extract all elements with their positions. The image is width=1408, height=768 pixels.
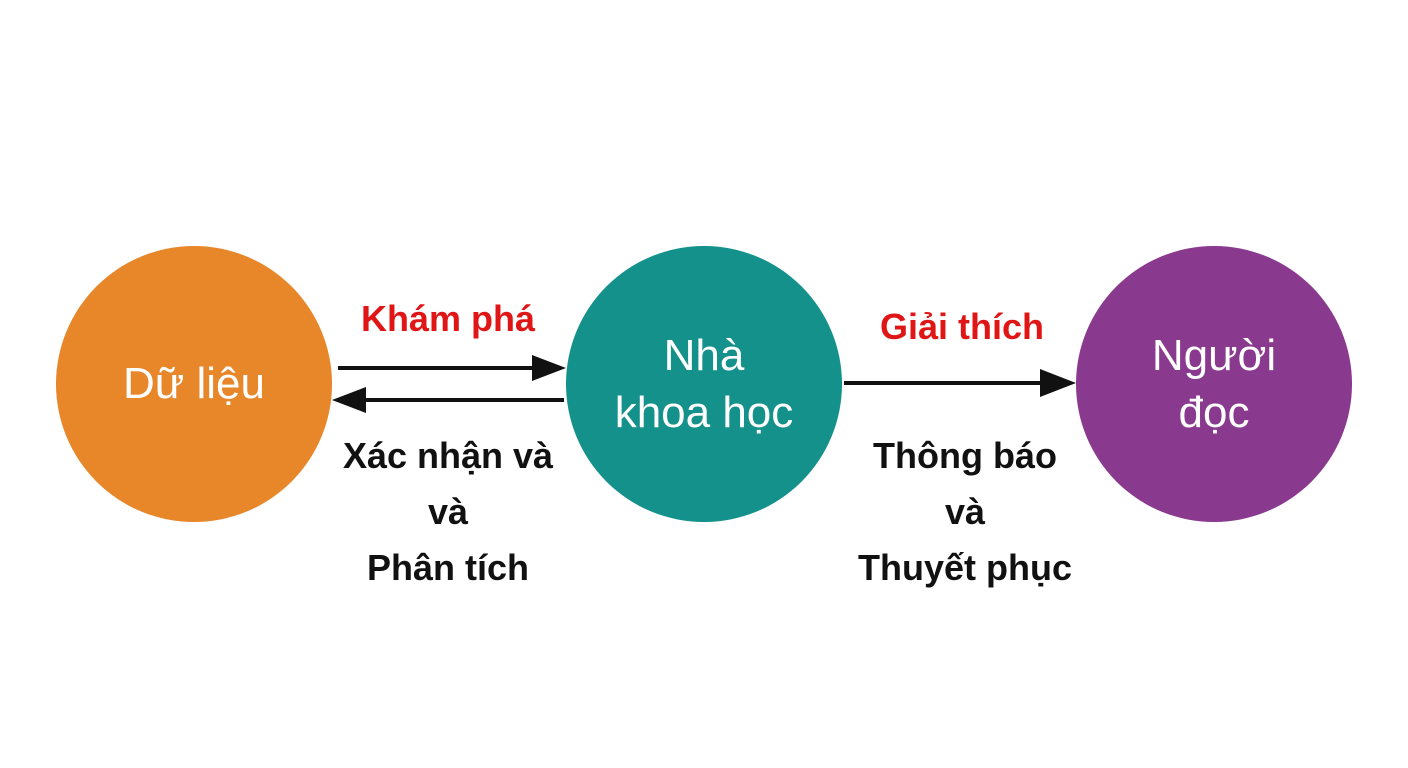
arrowhead-explain [1040,369,1076,397]
node-scientist-label-line2: khoa học [614,388,794,437]
arrowhead-explore-forward [532,355,566,381]
node-scientist: Nhà khoa học [566,246,842,522]
edge-label-explore: Khám phá [360,298,536,339]
arrowhead-explore-back [332,387,366,413]
node-reader-label-line2: đọc [1178,388,1250,437]
edge-sublabel-inform-line3: Thuyết phục [858,547,1072,588]
edge-sublabel-confirm-line1: Xác nhận và [342,435,554,476]
node-scientist-label-line1: Nhà [663,330,745,380]
node-reader: Người đọc [1076,246,1352,522]
edge-sublabel-inform: Thông báo và Thuyết phục [830,428,1100,596]
edge-sublabel-inform-line1: Thông báo [873,435,1057,476]
edge-sublabel-confirm: Xác nhận và và Phân tích [312,428,584,596]
node-data-label: Dữ liệu [123,359,265,409]
edge-sublabel-confirm-line2: và [427,491,469,532]
edge-sublabel-confirm-line3: Phân tích [366,547,530,588]
edge-label-explain: Giải thích [879,306,1045,347]
node-data: Dữ liệu [56,246,332,522]
node-reader-label-line1: Người [1151,330,1277,380]
edge-sublabel-inform-line2: và [944,491,986,532]
